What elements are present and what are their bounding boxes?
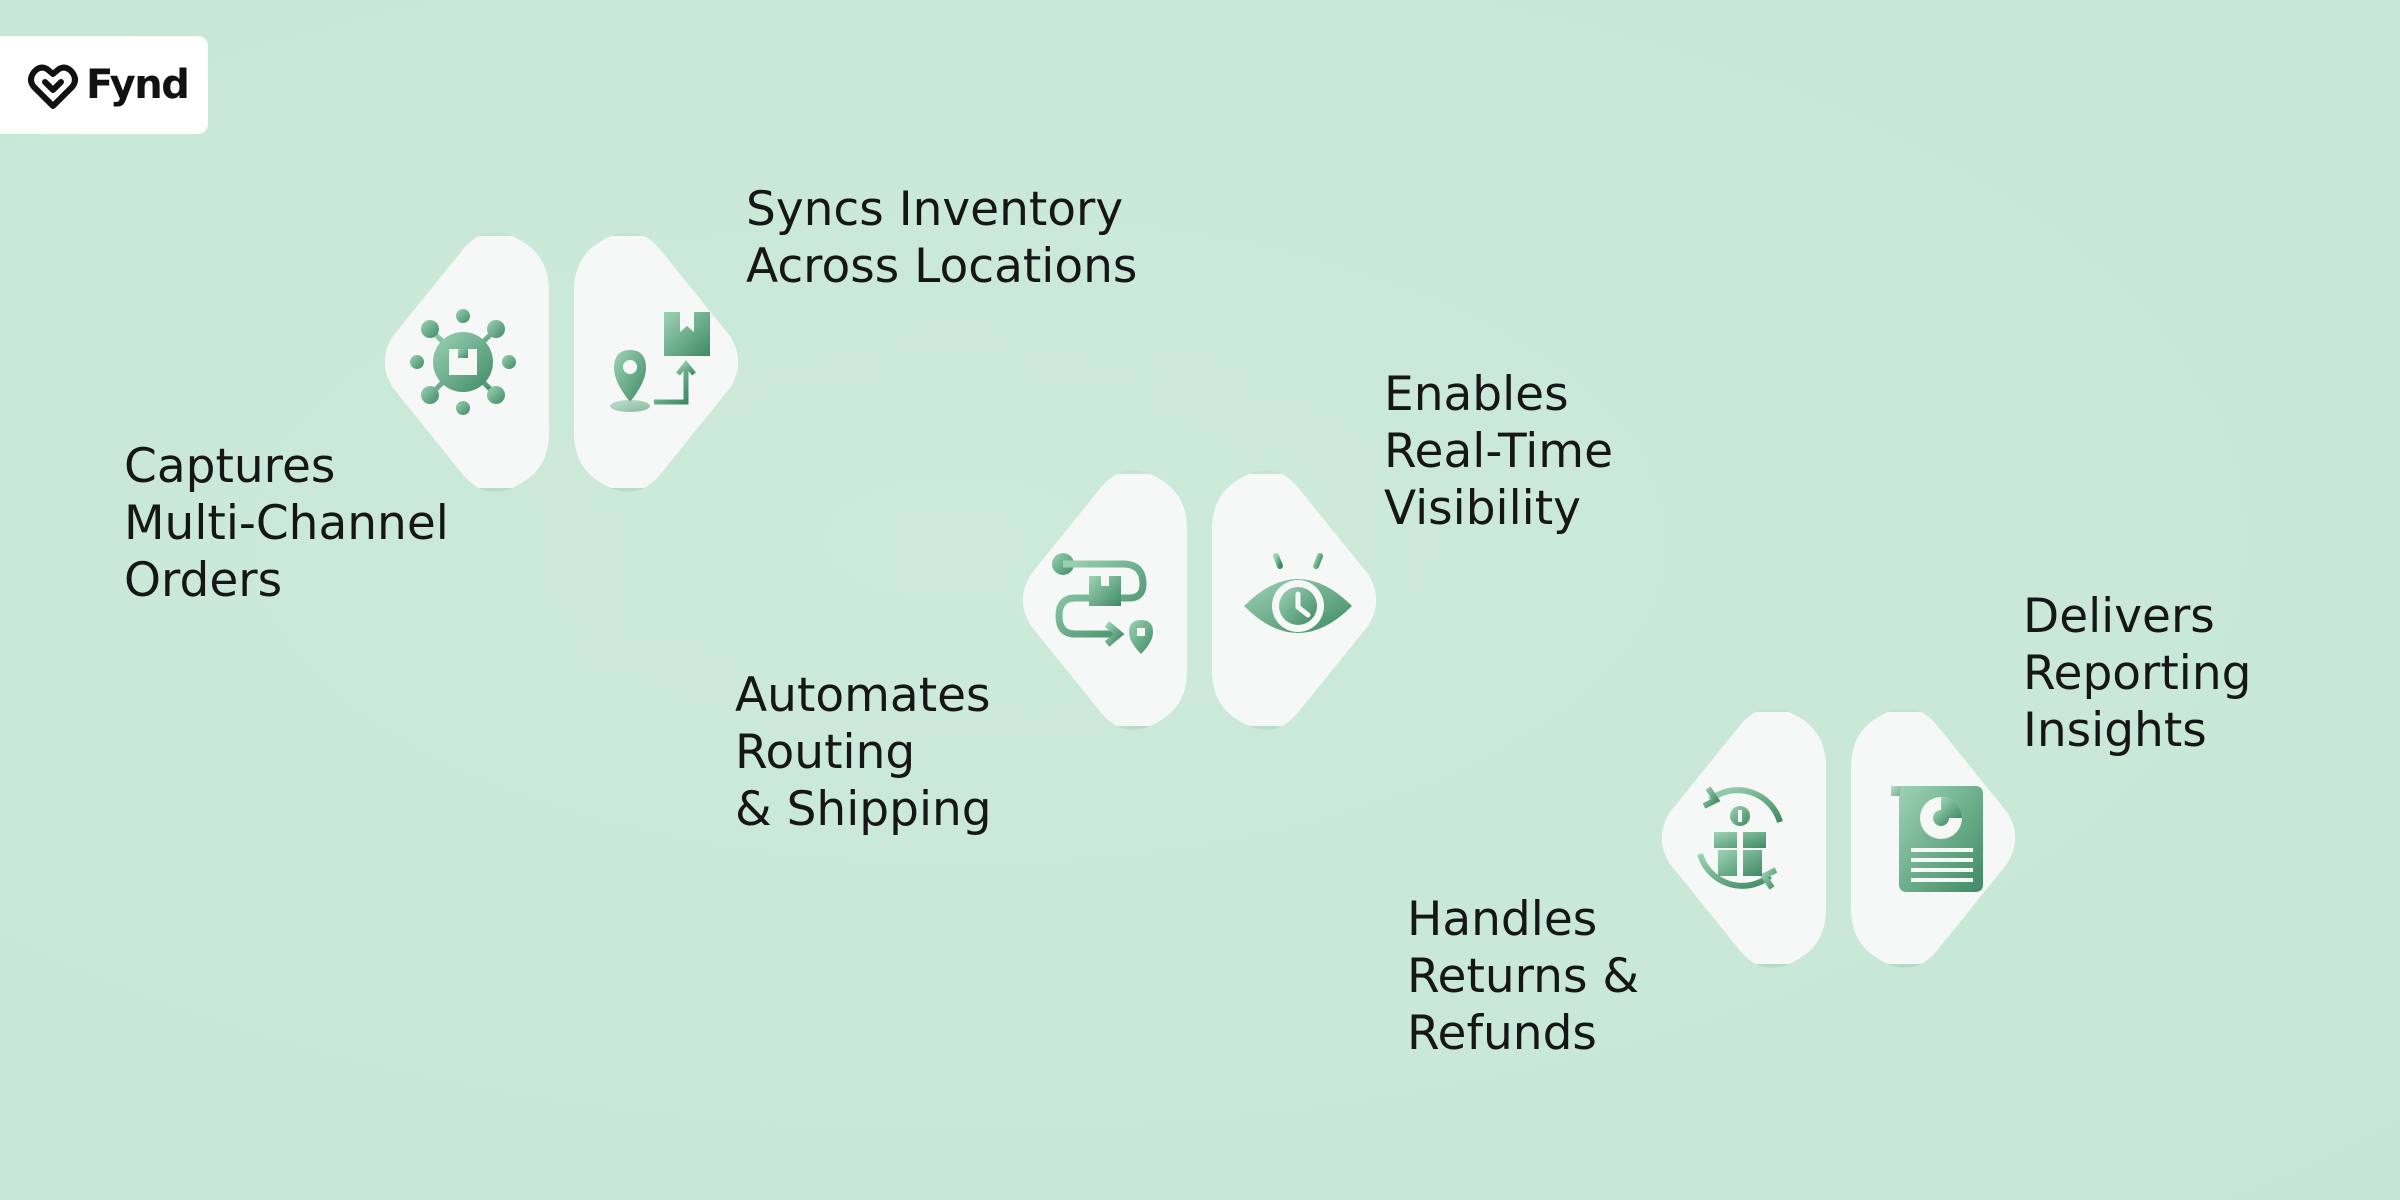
step-label-captures-orders: Captures Multi-Channel Orders <box>124 439 449 608</box>
routing-path-icon <box>1041 540 1161 660</box>
step-label-automates-routing: Automates Routing & Shipping <box>735 668 992 837</box>
brand-name: Fynd <box>86 62 190 108</box>
step-tile-enables-visibility <box>1212 474 1384 726</box>
step-tile-syncs-inventory <box>574 236 746 488</box>
fynd-logo-icon <box>28 64 78 109</box>
location-inventory-icon <box>600 302 720 422</box>
step-label-syncs-inventory: Syncs Inventory Across Locations <box>746 182 1138 294</box>
step-tile-automates-routing <box>1015 474 1187 726</box>
report-chart-icon <box>1877 778 1997 898</box>
step-tile-handles-returns <box>1654 712 1826 964</box>
step-label-enables-visibility: Enables Real-Time Visibility <box>1384 367 1613 536</box>
returns-box-icon <box>1680 778 1800 898</box>
step-tile-delivers-reporting <box>1851 712 2023 964</box>
eye-clock-icon <box>1238 540 1358 660</box>
step-label-delivers-reporting: Delivers Reporting Insights <box>2023 589 2252 758</box>
step-label-handles-returns: Handles Returns & Refunds <box>1407 892 1640 1061</box>
order-network-icon <box>403 302 523 422</box>
brand-logo: Fynd <box>0 36 208 134</box>
